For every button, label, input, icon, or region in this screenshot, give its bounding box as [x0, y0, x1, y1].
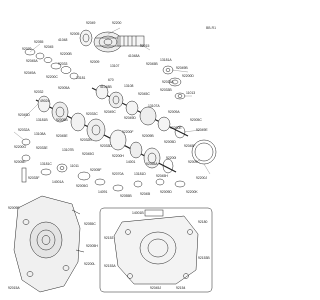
callout-label: 92045C — [138, 92, 150, 96]
callout-label: 13108A — [34, 132, 46, 136]
callout-label: 92033E — [36, 146, 48, 150]
callout-label: 92153 — [104, 236, 114, 240]
callout-label: 92005B — [56, 118, 68, 122]
washer-stack-upper — [24, 48, 79, 80]
callout-label: 13107B — [62, 148, 74, 152]
callout-label: 92033D — [100, 144, 112, 148]
callout-label: 92055A — [146, 162, 158, 166]
callout-label: 92045G — [82, 152, 95, 156]
callout-label: 92200K — [186, 190, 198, 194]
callout-label: 14001 — [126, 160, 136, 164]
callout-label: 92200B — [60, 52, 72, 56]
cover-inset — [99, 207, 213, 293]
callout-label: 92045I — [140, 192, 151, 196]
callout-label: 92015 — [140, 44, 150, 48]
callout-label: 92200L — [84, 262, 96, 266]
callout-label: 41048B — [100, 85, 112, 89]
callout-label: 92032A — [18, 128, 30, 132]
exploded-parts-drawing — [13, 27, 217, 293]
callout-label: 92200I — [166, 156, 177, 160]
callout-label: 92005D — [164, 140, 176, 144]
callout-label: 13181C — [40, 162, 52, 166]
callout-label: 92200 — [112, 21, 122, 25]
callout-label: 11011 — [70, 164, 79, 168]
diagram-reference-code: BB-R1 — [206, 26, 216, 30]
callout-label: 14001A — [52, 180, 64, 184]
callout-label: 92009B — [142, 134, 154, 138]
callout-label: 92045B — [146, 62, 158, 66]
callout-label: 92200E — [170, 126, 182, 130]
callout-label: 92200D — [182, 74, 194, 78]
callout-label: 92070A — [112, 172, 124, 176]
callout-label: 92180 — [198, 220, 208, 224]
callout-label: 92005H — [86, 244, 98, 248]
callout-label: 92005G — [76, 184, 89, 188]
callout-label: 92045A — [26, 59, 38, 63]
small-hardware-left — [21, 138, 186, 192]
callout-label: 13181A — [160, 58, 172, 62]
callout-label: 13108 — [124, 84, 134, 88]
callout-label: 92032B — [80, 138, 92, 142]
callout-label: 92005C — [190, 118, 202, 122]
callout-label: 92200G — [14, 145, 27, 149]
callout-label: 92045J — [150, 286, 162, 290]
callout-label: 92049A — [24, 71, 36, 75]
callout-label: 92200H — [112, 154, 124, 158]
callout-label: 92009C — [188, 160, 200, 164]
callout-label: 14001B — [132, 211, 144, 215]
callout-label: 92033F — [28, 176, 40, 180]
callout-label: 92045 — [44, 45, 54, 49]
callout-label: 92033C — [86, 112, 98, 116]
callout-label: 92154 — [176, 286, 186, 290]
callout-label: 92070 — [22, 47, 32, 51]
callout-label: 92005 — [70, 32, 80, 36]
callout-label: 670 — [108, 78, 114, 82]
callout-label: 49024 — [40, 99, 50, 103]
callout-label: 92009A — [168, 110, 180, 114]
callout-label: 92009 — [90, 60, 100, 64]
callout-label: 92153B — [198, 256, 210, 260]
callout-label: 11013 — [186, 91, 196, 95]
callout-label: 92055B — [120, 194, 132, 198]
counter-shaft-assembly — [91, 84, 189, 139]
crankcase-half — [13, 195, 85, 293]
callout-label: 92049B — [176, 66, 188, 70]
callout-label: 92045F — [184, 144, 196, 148]
callout-label: 41048A — [128, 54, 140, 58]
callout-label: 92045H — [156, 174, 168, 178]
callout-label: 92009E — [8, 206, 20, 210]
callout-label: 92049C — [104, 110, 116, 114]
callout-label: 92200F — [122, 130, 134, 134]
callout-label: 92049D — [124, 116, 136, 120]
callout-label: 92049E — [196, 128, 208, 132]
callout-label: 92015A — [8, 286, 20, 290]
callout-label: 92033B — [160, 88, 172, 92]
callout-label: 13181B — [36, 118, 48, 122]
callout-label: 92055 — [34, 40, 44, 44]
callout-label: 41048 — [58, 38, 68, 42]
callout-label: 13107A — [148, 104, 160, 108]
callout-label: 13181D — [134, 172, 146, 176]
callout-label: 92005F — [90, 168, 102, 172]
callout-label: 92153A — [104, 264, 116, 268]
callout-label: 92032 — [34, 90, 44, 94]
callout-label: 92049 — [86, 21, 96, 25]
input-gear-assembly — [79, 29, 145, 53]
callout-label: 92045E — [56, 134, 68, 138]
callout-label: 92005E — [14, 160, 26, 164]
callout-label: 92005A — [58, 86, 70, 90]
callout-label: 92045D — [18, 113, 30, 117]
callout-label: 14091 — [98, 190, 108, 194]
output-shaft-assembly — [35, 95, 177, 174]
callout-label: 92055C — [84, 222, 96, 226]
callout-label: 13107 — [110, 64, 120, 68]
callout-label: 92200C — [46, 75, 58, 79]
bearing-stack-right — [162, 65, 186, 100]
callout-label: 92033 — [58, 62, 68, 66]
callout-label: 92009D — [160, 190, 172, 194]
callout-label: 13181 — [76, 76, 86, 80]
callout-label: 92200J — [196, 176, 208, 180]
parts-diagram: BB-R1 92049 92200 92055 92005 92070 9204… — [8, 21, 217, 293]
callout-label: 92033A — [162, 80, 174, 84]
